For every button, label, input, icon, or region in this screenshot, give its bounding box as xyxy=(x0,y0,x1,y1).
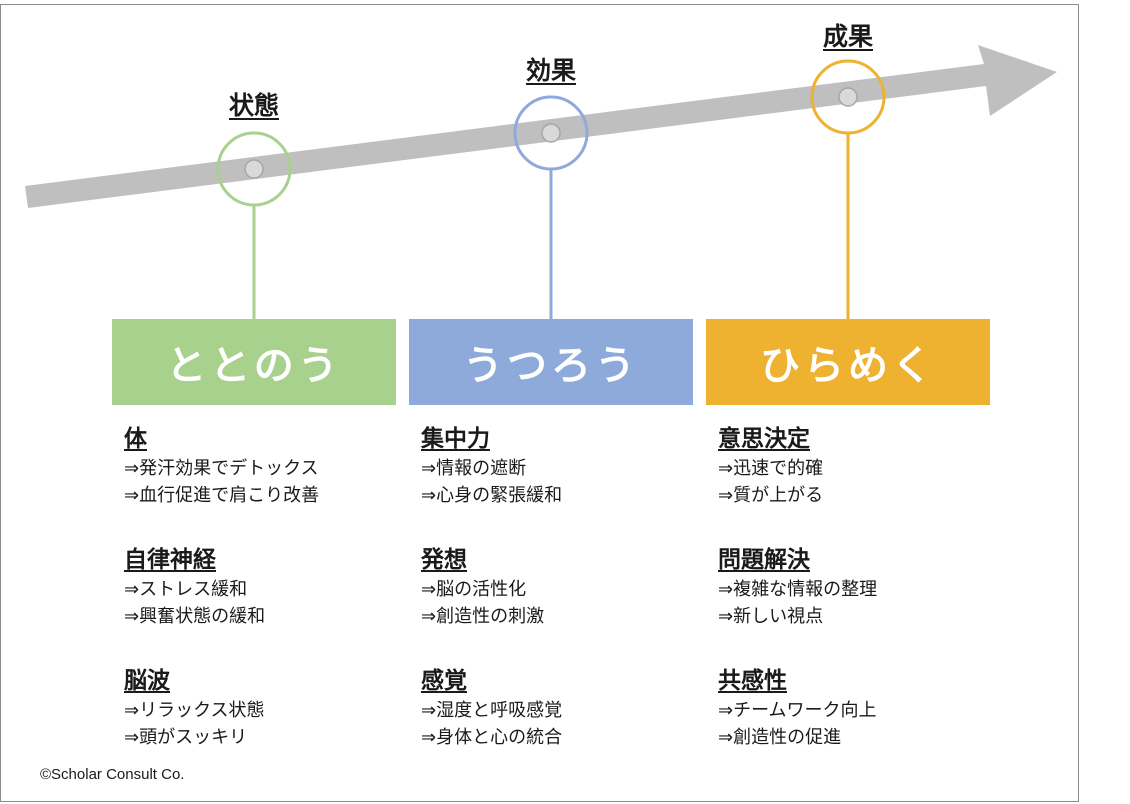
benefit-group: 自律神経 ⇒ストレス緩和 ⇒興奮状態の緩和 xyxy=(124,545,409,666)
benefit-item: ⇒創造性の促進 xyxy=(718,727,842,748)
benefit-group-title: 共感性 xyxy=(718,668,787,694)
stage-label-effect: 効果 xyxy=(525,56,577,85)
benefit-item: ⇒興奮状態の緩和 xyxy=(124,606,266,627)
benefit-item: ⇒血行促進で肩こり改善 xyxy=(124,485,320,506)
benefit-group-title: 体 xyxy=(124,426,147,452)
benefit-group: 共感性 ⇒チームワーク向上 ⇒創造性の促進 xyxy=(718,666,1003,787)
stage-ring-effect xyxy=(513,95,589,171)
benefit-item: ⇒質が上がる xyxy=(718,485,824,506)
benefit-column-result: 意思決定 ⇒迅速で的確 ⇒質が上がる問題解決 ⇒複雑な情報の整理 ⇒新しい視点共感性 ⇒チ… xyxy=(718,424,1003,787)
benefit-group-title: 意思決定 xyxy=(718,426,810,452)
benefit-item: ⇒頭がスッキリ xyxy=(124,727,248,748)
benefit-item: ⇒湿度と呼吸感覚 xyxy=(421,700,563,721)
stage-banner-result: ひらめく xyxy=(706,319,990,405)
benefit-item: ⇒新しい視点 xyxy=(718,606,824,627)
stage-ring-state xyxy=(216,131,292,207)
stage-dot-effect xyxy=(541,123,561,143)
stage-banner-effect: うつろう xyxy=(409,319,693,405)
stage-banner-state: ととのう xyxy=(112,319,396,405)
stage-label-state: 状態 xyxy=(228,91,280,120)
benefit-group: 意思決定 ⇒迅速で的確 ⇒質が上がる xyxy=(718,424,1003,545)
benefit-column-state: 体 ⇒発汗効果でデトックス ⇒血行促進で肩こり改善自律神経 ⇒ストレス緩和 ⇒興奮状態の… xyxy=(124,424,409,787)
benefit-group-title: 問題解決 xyxy=(718,547,810,573)
benefit-item: ⇒発汗効果でデトックス xyxy=(124,458,319,479)
benefit-item: ⇒情報の遮断 xyxy=(421,458,527,479)
progress-arrow xyxy=(25,45,1057,208)
benefit-item: ⇒身体と心の統合 xyxy=(421,727,563,748)
benefit-group-title: 脳波 xyxy=(124,668,170,694)
benefit-group: 問題解決 ⇒複雑な情報の整理 ⇒新しい視点 xyxy=(718,545,1003,666)
benefit-item: ⇒創造性の刺激 xyxy=(421,606,545,627)
benefit-item: ⇒迅速で的確 xyxy=(718,458,824,479)
benefit-item: ⇒チームワーク向上 xyxy=(718,700,877,721)
stage-label-result: 成果 xyxy=(822,22,874,51)
benefit-group: 発想 ⇒脳の活性化 ⇒創造性の刺激 xyxy=(421,545,706,666)
benefit-column-effect: 集中力 ⇒情報の遮断 ⇒心身の緊張緩和発想 ⇒脳の活性化 ⇒創造性の刺激感覚 ⇒湿度と呼吸… xyxy=(421,424,706,787)
stage-ring-result xyxy=(810,59,886,135)
benefit-group-title: 感覚 xyxy=(421,668,467,694)
benefit-item: ⇒心身の緊張緩和 xyxy=(421,485,563,506)
benefit-group-title: 自律神経 xyxy=(124,547,216,573)
stage-dot-state xyxy=(244,159,264,179)
benefit-item: ⇒脳の活性化 xyxy=(421,579,527,600)
benefit-group: 集中力 ⇒情報の遮断 ⇒心身の緊張緩和 xyxy=(421,424,706,545)
benefit-item: ⇒複雑な情報の整理 xyxy=(718,579,878,600)
benefit-group: 感覚 ⇒湿度と呼吸感覚 ⇒身体と心の統合 xyxy=(421,666,706,787)
benefit-item: ⇒リラックス状態 xyxy=(124,700,265,721)
benefit-item: ⇒ストレス緩和 xyxy=(124,579,248,600)
benefit-group-title: 発想 xyxy=(421,547,467,573)
benefit-group: 体 ⇒発汗効果でデトックス ⇒血行促進で肩こり改善 xyxy=(124,424,409,545)
copyright-text: ©Scholar Consult Co. xyxy=(40,766,185,783)
stage-dot-result xyxy=(838,87,858,107)
benefit-group: 脳波 ⇒リラックス状態 ⇒頭がスッキリ xyxy=(124,666,409,787)
benefit-group-title: 集中力 xyxy=(421,426,490,452)
